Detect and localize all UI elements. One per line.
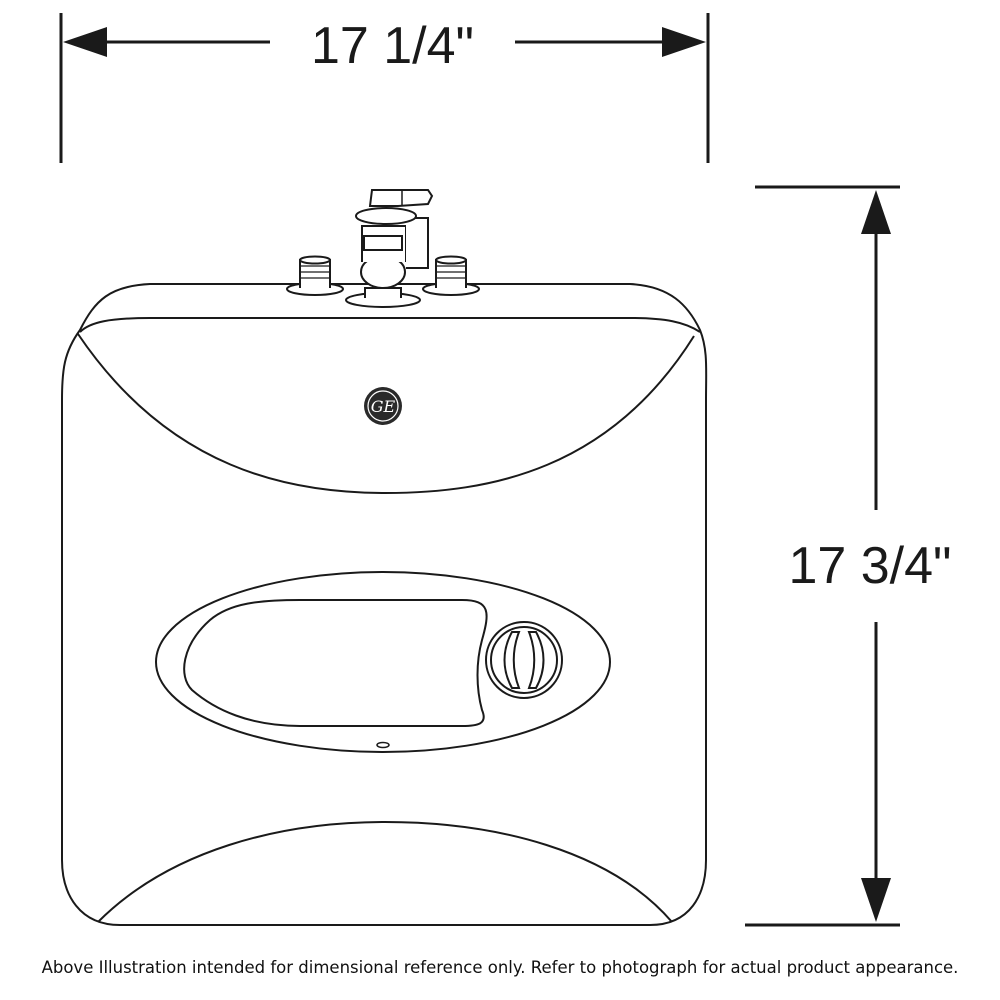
left-water-fitting xyxy=(286,255,344,296)
width-dimension-label: 17 1/4" xyxy=(270,20,515,72)
height-dimension-label: 17 3/4" xyxy=(770,540,970,592)
control-window xyxy=(155,571,611,753)
body-outline xyxy=(61,283,708,926)
ge-logo: GE xyxy=(364,387,402,425)
width-right-arrowhead xyxy=(662,27,706,57)
indicator-light xyxy=(376,741,390,749)
top-lid-edge xyxy=(79,317,701,333)
disclaimer-note: Above Illustration intended for dimensio… xyxy=(41,958,959,977)
upper-panel-curve xyxy=(77,333,695,495)
knob-grip-right xyxy=(527,631,545,689)
height-dimension xyxy=(745,185,900,927)
temperature-knob[interactable] xyxy=(485,621,563,699)
knob-inner-ring xyxy=(490,626,558,694)
valve-lever[interactable] xyxy=(368,189,434,207)
width-left-arrowhead xyxy=(63,27,107,57)
display-window xyxy=(183,599,488,727)
right-water-fitting xyxy=(422,255,480,296)
knob-grip-left xyxy=(503,631,521,689)
width-dimension xyxy=(59,13,710,163)
height-top-arrowhead xyxy=(861,190,891,234)
height-bottom-arrowhead xyxy=(861,878,891,922)
knob-outer-ring xyxy=(485,621,563,699)
control-window-outer xyxy=(155,571,611,753)
lower-panel-curve xyxy=(97,820,673,923)
relief-valve xyxy=(345,189,434,308)
ge-logo-text: GE xyxy=(371,397,396,416)
heater-body xyxy=(61,283,708,926)
